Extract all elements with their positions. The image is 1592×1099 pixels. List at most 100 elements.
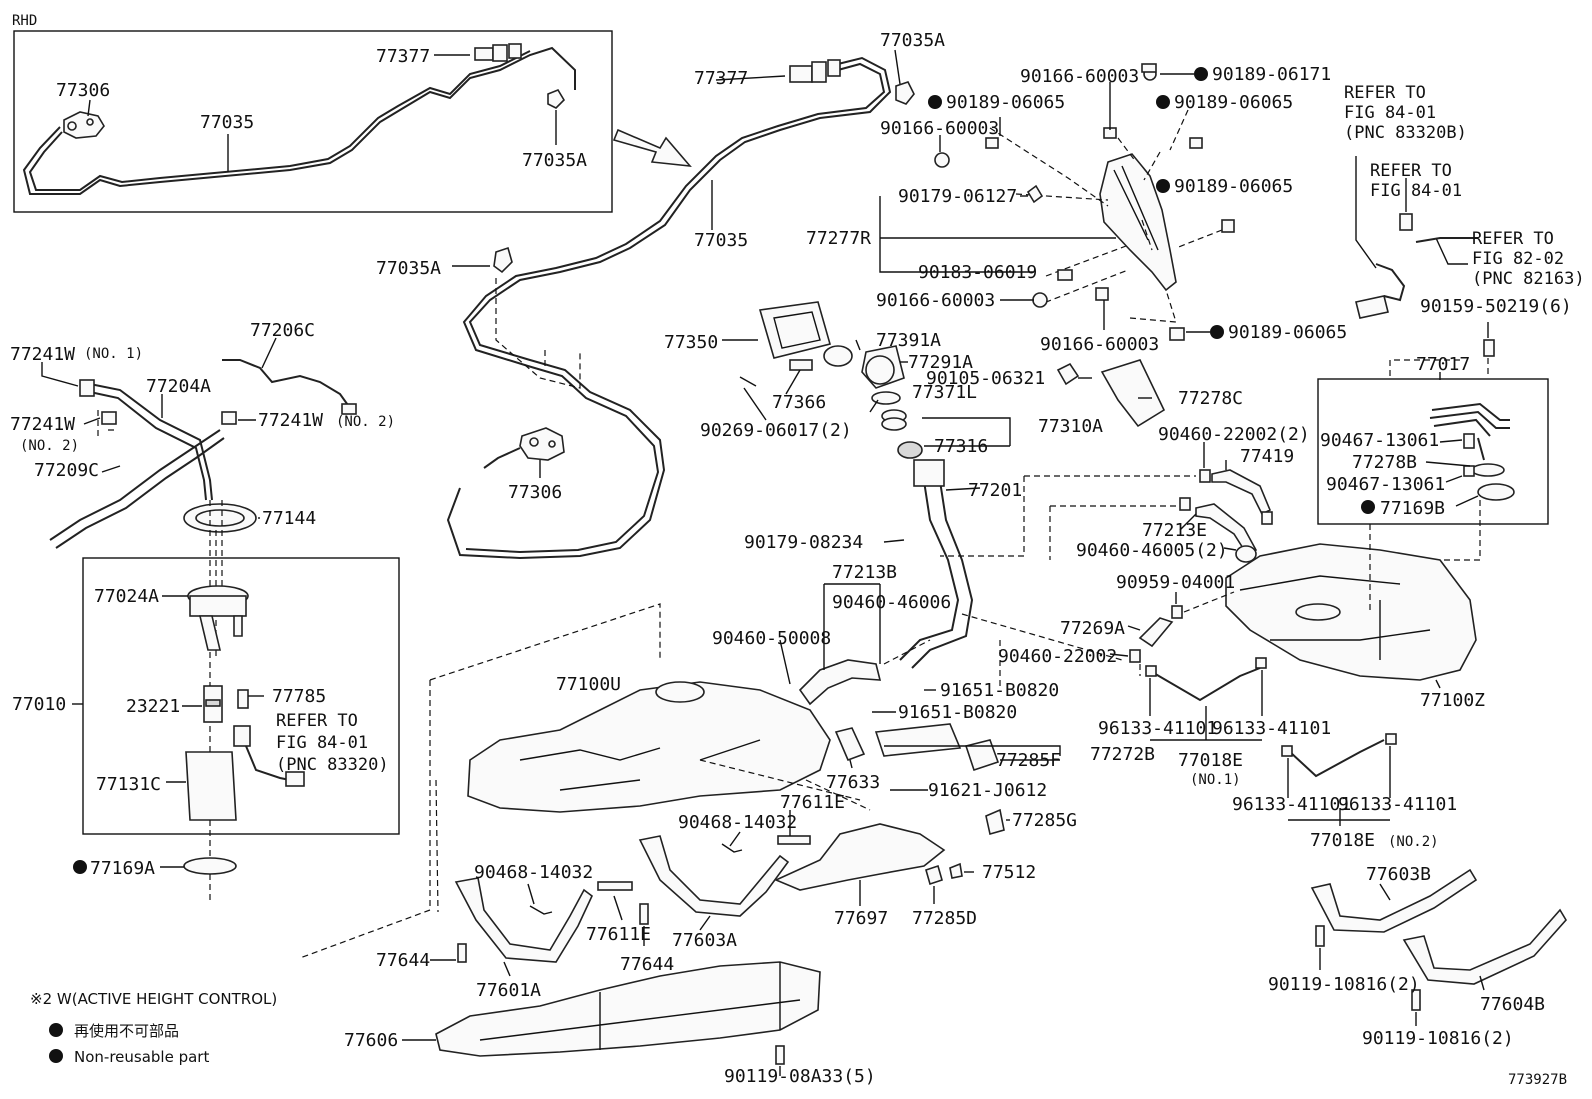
clip-77285D	[925, 864, 943, 886]
part-label-77035A-mid: 77035A	[376, 258, 441, 279]
gasket-77169A	[183, 857, 237, 875]
bolt-90119-10816-a	[1315, 925, 1325, 947]
tank-77100U-port	[655, 681, 705, 703]
leader-77018E-2	[1287, 746, 1391, 826]
part-label-90460-22002-2: 90460-22002(2)	[1158, 424, 1310, 445]
part-label-77035: 77035	[694, 230, 748, 251]
leader	[1425, 461, 1471, 467]
part-label-90166-60003-b: 90166-60003	[880, 118, 999, 139]
leader	[1109, 653, 1129, 657]
bracket-77633	[834, 727, 866, 762]
bracket-77272B	[874, 723, 962, 757]
legend-dot-jp	[49, 1023, 63, 1037]
clip-96133-41101-b	[1255, 657, 1267, 669]
part-label-77018E-1: 77018E	[1178, 750, 1243, 771]
bolt-90119-10816-b	[1411, 989, 1421, 1011]
leader	[83, 417, 101, 425]
part-label-90189-06065-c: 90189-06065	[1174, 176, 1293, 197]
leader	[1445, 475, 1463, 483]
strap-77603B	[1310, 868, 1478, 933]
part-label-90189-06065-b: 90189-06065	[1174, 92, 1293, 113]
screw-90105-06321	[1056, 362, 1080, 386]
part-label-77391A: 77391A	[876, 330, 941, 351]
rhd-breather-tube-2	[28, 50, 531, 191]
fuel-line-77206C	[222, 359, 351, 409]
part-label-90460-50008: 90460-50008	[712, 628, 831, 649]
ref-fig-84-01-a-l1: REFER TO	[1344, 83, 1426, 103]
clamp-77035A-top	[895, 81, 915, 105]
part-label-77316: 77316	[934, 436, 988, 457]
part-label-96133-41101-d: 96133-41101	[1338, 794, 1457, 815]
leader	[855, 339, 861, 351]
leader-refer-82	[1435, 237, 1468, 265]
part-label-77285G: 77285G	[1012, 810, 1077, 831]
leader	[1127, 625, 1141, 631]
bolt-77611E-b	[597, 881, 633, 891]
part-label-77644-b: 77644	[620, 954, 674, 975]
tank-77100U-contours	[519, 739, 761, 791]
leader	[869, 399, 879, 413]
clip-96133-41101-d	[1385, 733, 1397, 745]
leader	[729, 831, 741, 847]
part-label-77371L: 77371L	[912, 382, 977, 403]
clip-90460-22002-2	[1199, 469, 1211, 483]
strap-77601A	[454, 877, 593, 963]
part-label-90468-14032-a: 90468-14032	[678, 812, 797, 833]
part-label-77366: 77366	[772, 392, 826, 413]
fuel-line-77204A-b	[89, 391, 207, 501]
part-label-77204A: 77204A	[146, 376, 211, 397]
note-77241W-1: (NO. 1)	[84, 346, 143, 362]
clip-90460-46005-a	[1179, 497, 1191, 511]
leader	[699, 915, 711, 931]
gasket-77391A	[823, 345, 853, 367]
part-label-96133-41101-c: 96133-41101	[1232, 794, 1351, 815]
part-label-77100U: 77100U	[556, 674, 621, 695]
ref-fig-84-01-a-l3: (PNC 83320B)	[1344, 123, 1467, 143]
hose-77213B	[798, 659, 882, 706]
part-label-77611E-a: 77611E	[780, 792, 845, 813]
protector-77606-ribs	[479, 962, 801, 1050]
rhd-label: RHD	[12, 13, 37, 29]
seal-77316	[897, 441, 923, 459]
part-label-77377-rhd: 77377	[376, 46, 430, 67]
part-label-90460-46005: 90460-46005(2)	[1076, 540, 1228, 561]
part-label-77611E-b: 77611E	[586, 924, 651, 945]
tube-77018E-no1	[1151, 667, 1261, 702]
part-label-90467-13061-b: 90467-13061	[1326, 474, 1445, 495]
ref-fig-82-02-l1: REFER TO	[1472, 229, 1554, 249]
connector-77377	[789, 59, 841, 83]
part-label-77010: 77010	[12, 694, 66, 715]
part-label-90159-50219: 90159-50219(6)	[1420, 296, 1572, 317]
part-label-90189-06065-a: 90189-06065	[946, 92, 1065, 113]
leader-77277R	[879, 196, 1116, 273]
part-label-91651-B0820-b: 91651-B0820	[898, 702, 1017, 723]
screw-90159-50219	[1483, 339, 1495, 357]
part-label-77018E-2: 77018E	[1310, 830, 1375, 851]
rhd-clamp-77035A	[547, 89, 566, 109]
vapor-tube-77035	[446, 56, 892, 560]
clip-77512	[949, 862, 963, 879]
leader	[1479, 975, 1485, 991]
part-label-77024A: 77024A	[94, 586, 159, 607]
leader	[894, 49, 901, 85]
bolt-77644-a	[457, 943, 467, 963]
part-label-91621-J0612: 91621-J0612	[928, 780, 1047, 801]
part-label-90179-08234: 90179-08234	[744, 532, 863, 553]
leader	[1223, 547, 1237, 551]
leader	[503, 961, 511, 977]
dashed-sender	[1369, 358, 1489, 610]
part-label-90269-06017: 90269-06017(2)	[700, 420, 852, 441]
dashed-filler	[883, 613, 1123, 690]
part-label-23221: 23221	[126, 696, 180, 717]
fuel-tank-77100Z	[1225, 543, 1477, 681]
part-label-77241W-1: 77241W	[10, 344, 75, 365]
part-label-90166-60003-d: 90166-60003	[1040, 334, 1159, 355]
clamp-77035A-mid	[493, 246, 513, 274]
part-label-91651-B0820-a: 91651-B0820	[940, 680, 1059, 701]
bolt-77644-b	[639, 903, 649, 925]
part-label-77419: 77419	[1240, 446, 1294, 467]
grommet-90959	[1235, 545, 1257, 563]
leader	[743, 387, 767, 421]
note-77018E-1: (NO.1)	[1190, 772, 1241, 788]
part-label-90189-06065-d: 90189-06065	[1228, 322, 1347, 343]
